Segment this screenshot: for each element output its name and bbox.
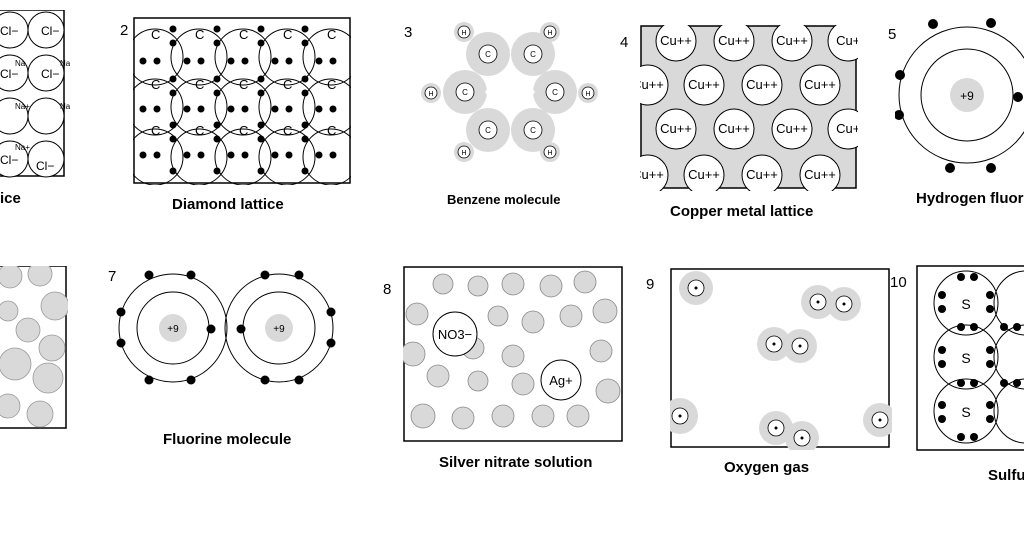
caption-10: Sulfu — [988, 467, 1024, 484]
panel-10-sulfur: S S S — [916, 265, 1024, 458]
copper-ion-label: Cu++ — [688, 167, 720, 182]
hydrogen-label: H — [547, 30, 552, 37]
cl-label: Cl− — [41, 67, 59, 81]
caption-4: Copper metal lattice — [670, 203, 814, 220]
cl-label: Cl− — [0, 24, 18, 38]
cl-label: Cl− — [0, 67, 18, 81]
copper-ion-label: Cu++ — [688, 77, 720, 92]
cl-label: Cl− — [0, 153, 18, 167]
panel-5-hydrogen-fluoride: +9 — [894, 15, 1024, 190]
na-label: Na — [15, 59, 26, 68]
carbon-label: C — [462, 88, 468, 97]
panel-number: 8 — [383, 281, 392, 298]
panel-2-diamond-lattice: C C C C C C C C C C C C C C C — [126, 17, 360, 190]
copper-ion-label: Cu++ — [804, 167, 836, 182]
carbon-label: C — [151, 77, 160, 92]
panel-number: 2 — [120, 22, 129, 39]
copper-ion-label: Cu++ — [640, 167, 664, 182]
copper-ion-label: Cu++ — [746, 77, 778, 92]
hydrogen-label: H — [547, 150, 552, 157]
carbon-label: C — [239, 27, 248, 42]
copper-ion-label: Cu++ — [776, 33, 808, 48]
copper-ion-label: Cu++ — [776, 121, 808, 136]
panel-7-fluorine-molecule: +9 +9 — [115, 268, 347, 398]
hydrogen-fluoride-diagram: +9 — [894, 18, 1024, 173]
na-label: Na+ — [15, 102, 30, 111]
panel-6-diagram — [0, 261, 70, 429]
nucleus-label: +9 — [167, 324, 179, 335]
panel-number: 4 — [620, 34, 629, 51]
caption-3: Benzene molecule — [447, 192, 561, 207]
panel-number: 3 — [404, 24, 413, 41]
copper-ion-label: Cu++ — [660, 121, 692, 136]
carbon-label: C — [151, 27, 160, 42]
panel-number: 10 — [890, 274, 907, 291]
nucleus-label: +9 — [273, 324, 285, 335]
caption-5: Hydrogen fluor — [916, 190, 1024, 207]
benzene-diagram: C C C C C C H H H H H H — [421, 22, 598, 162]
carbon-label: C — [195, 77, 204, 92]
carbon-label: C — [530, 126, 536, 135]
panel-1-salt-lattice: Cl− Cl− Cl− Cl− Cl− Cl− Na Na Na+ Na Na+ — [0, 9, 71, 180]
sulfur-label: S — [961, 404, 970, 420]
sulfur-label: S — [961, 350, 970, 366]
caption-7: Fluorine molecule — [163, 431, 292, 448]
hydrogen-label: H — [428, 91, 433, 98]
na-label: Na+ — [15, 143, 30, 152]
copper-ion-label: Cu++ — [836, 121, 858, 136]
copper-ion-label: Cu++ — [836, 33, 858, 48]
carbon-label: C — [327, 77, 336, 92]
diamond-lattice-diagram: C C C C C C C C C C C C C C C — [126, 17, 360, 186]
carbon-label: C — [552, 88, 558, 97]
carbon-label: C — [485, 50, 491, 59]
sulfur-label: S — [961, 296, 970, 312]
carbon-label: C — [195, 123, 204, 138]
silver-ion-label: Ag+ — [549, 373, 573, 388]
caption-9: Oxygen gas — [724, 459, 810, 476]
panel-number: 9 — [646, 276, 655, 293]
carbon-label: C — [530, 50, 536, 59]
panel-number: 7 — [108, 268, 117, 285]
carbon-label: C — [485, 126, 491, 135]
carbon-label: C — [283, 27, 292, 42]
carbon-label: C — [239, 123, 248, 138]
carbon-label: C — [283, 77, 292, 92]
salt-lattice-diagram: Cl− Cl− Cl− Cl− Cl− Cl− Na Na Na+ Na Na+ — [0, 9, 71, 178]
hydrogen-label: H — [585, 91, 590, 98]
carbon-label: C — [239, 77, 248, 92]
copper-ion-label: Cu++ — [660, 33, 692, 48]
panel-6-partial — [0, 261, 70, 436]
caption-2: Diamond lattice — [172, 196, 284, 213]
sulfur-diagram: S S S — [916, 265, 1024, 451]
caption-8: Silver nitrate solution — [439, 454, 593, 471]
caption-1: ice — [0, 190, 21, 207]
na-label: Na — [60, 102, 70, 111]
copper-ion-label: Cu++ — [718, 121, 750, 136]
carbon-label: C — [283, 123, 292, 138]
panel-8-silver-nitrate-solution: NO3− Ag+ — [400, 266, 625, 449]
na-label: Na — [60, 59, 70, 68]
carbon-label: C — [151, 123, 160, 138]
carbon-label: C — [327, 27, 336, 42]
hydrogen-label: H — [461, 150, 466, 157]
panel-9-oxygen-gas — [662, 268, 897, 455]
nucleus-label: +9 — [960, 89, 974, 103]
carbon-label: C — [195, 27, 204, 42]
copper-ion-label: Cu++ — [804, 77, 836, 92]
panel-4-copper-lattice: Cu++ Cu++ Cu++ Cu++ Cu++ Cu++ Cu++ Cu++ Cu++ Cu… — [627, 20, 869, 196]
silver-nitrate-diagram: NO3− Ag+ — [400, 266, 623, 442]
copper-ion-label: Cu++ — [640, 77, 664, 92]
panel-number: 5 — [888, 26, 897, 43]
fluorine-molecule-diagram: +9 +9 — [116, 270, 336, 385]
carbon-label: C — [327, 123, 336, 138]
copper-ion-label: Cu++ — [746, 167, 778, 182]
copper-ion-label: Cu++ — [718, 33, 750, 48]
copper-lattice-diagram: Cu++ Cu++ Cu++ Cu++ Cu++ Cu++ Cu++ Cu++ Cu++ Cu… — [627, 20, 869, 196]
panel-3-benzene-molecule: C C C C C C H H H H H H — [415, 18, 605, 173]
nitrate-ion-label: NO3− — [438, 327, 472, 342]
cl-label: Cl− — [41, 24, 59, 38]
hydrogen-label: H — [461, 30, 466, 37]
cl-label: Cl− — [36, 159, 54, 173]
oxygen-gas-diagram — [662, 268, 897, 455]
